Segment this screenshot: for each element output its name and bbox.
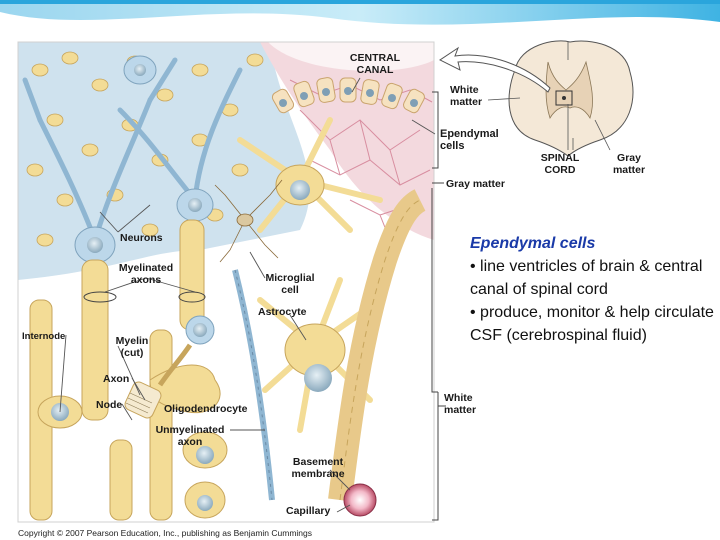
astrocyte-cell bbox=[237, 117, 383, 433]
label-axon: Axon bbox=[103, 373, 130, 385]
neuroglia-illustration bbox=[18, 42, 434, 522]
zoom-arrow bbox=[439, 46, 551, 93]
label-capillary: Capillary bbox=[286, 505, 331, 517]
label-myelin-cut: Myelin(cut) bbox=[115, 335, 149, 359]
callout-title: Ependymal cells bbox=[470, 235, 596, 252]
label-gray-matter-side: Gray matter bbox=[446, 178, 505, 190]
label-oligodendrocyte: Oligodendrocyte bbox=[164, 403, 248, 415]
callout-bullet-2: • produce, monitor & help circulate CSF … bbox=[470, 304, 714, 344]
illustration-frame bbox=[17, 41, 435, 523]
leader-lines bbox=[59, 77, 436, 513]
microglial-cell bbox=[214, 179, 283, 263]
copyright-notice: Copyright © 2007 Pearson Education, Inc.… bbox=[18, 528, 313, 538]
ependymal-description: Ependymal cells • line ventricles of bra… bbox=[470, 232, 715, 347]
oligodendrocyte-cell bbox=[149, 315, 221, 414]
label-astrocyte: Astrocyte bbox=[258, 306, 307, 318]
label-neurons: Neurons bbox=[120, 232, 163, 244]
ependymal-bracket bbox=[432, 91, 439, 169]
spinal-cord-inset bbox=[487, 40, 634, 157]
label-node: Node bbox=[96, 399, 123, 411]
callout-bullet-1: • line ventricles of brain & central can… bbox=[470, 258, 703, 298]
header-wave bbox=[0, 0, 720, 33]
label-internode: Internode bbox=[22, 331, 66, 342]
